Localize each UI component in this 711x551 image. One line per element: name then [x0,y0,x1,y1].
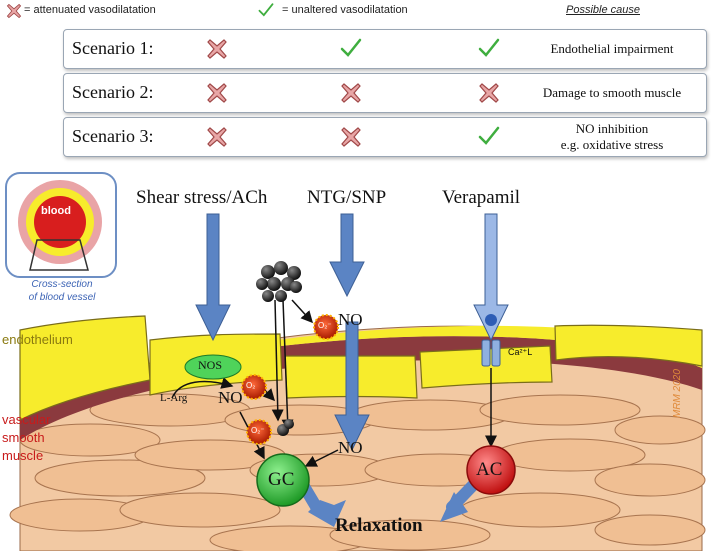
ac-circle [466,445,516,495]
attenuated-x-icon [341,83,361,103]
attenuated-x-icon [341,127,361,147]
l-arg-label: L-Arg [160,392,188,404]
possible-cause-heading: Possible cause [566,4,640,16]
ca-channel-icon [481,314,501,367]
gc-label: GC [268,469,295,490]
attenuated-x-icon [479,83,499,103]
scenario-cause-detail: e.g. oxidative stress [560,137,664,152]
scenario-row-2: Scenario 2: Damage to smooth muscle [63,73,707,113]
cross-section-inset [5,172,117,278]
scenario-row-1: Scenario 1: Endothelial impairment [63,29,707,69]
author-signature: MRM 2020 [672,369,683,418]
o2-label-1: O₂⁻ [318,321,332,330]
gc-circle [256,453,310,507]
no-label-muscle: NO [338,438,363,457]
nos-label: NOS [198,358,223,372]
o2-label-3: O₂⁻ [251,426,265,435]
legend-attenuated: = attenuated vasodilatation [24,4,156,16]
inset-blood-label: blood [41,205,71,217]
layer-vsm-label-2: smooth [2,430,45,445]
layer-endothelium-label: endothelium [2,332,73,347]
attenuated-x-icon [207,83,227,103]
attenuated-x-icon [207,39,227,59]
unaltered-check-icon [258,3,274,17]
scenario-label: Scenario 1: [72,38,154,58]
unaltered-check-icon [340,38,362,57]
layer-vsm-label-1: vascular [2,412,51,427]
layer-vsm-label-3: muscle [2,448,44,463]
unaltered-check-icon [478,38,500,57]
ac-label: AC [476,459,503,480]
stimulus-arrows [195,213,509,527]
unaltered-check-icon [478,126,500,145]
attenuated-x-icon [6,3,22,19]
no-label-endothelium: NO [218,388,243,407]
attenuated-x-icon [207,127,227,147]
scenario-label: Scenario 2: [72,82,154,102]
superoxide-icons [241,314,339,445]
superoxide-source-cluster [256,261,302,436]
smooth-muscle-cells [9,393,706,551]
scenario-cause: Endothelial impairment [550,41,674,56]
scenario-label: Scenario 3: [72,126,154,146]
relaxation-label: Relaxation [335,515,423,536]
stimulus-ntg-snp: NTG/SNP [307,187,387,208]
scenario-row-3: Scenario 3: NO inhibition e.g. oxidative… [63,117,707,157]
legend-unaltered: = unaltered vasodilatation [282,4,408,16]
o2-label-2: O₂ [246,381,256,390]
scenario-cause: NO inhibition [575,121,649,136]
scenario-cause: Damage to smooth muscle [542,85,682,100]
inset-caption-1: Cross-section [31,279,93,290]
no-label-donor: NO [338,310,363,329]
stimulus-shear-stress: Shear stress/ACh [136,187,268,208]
stimulus-verapamil: Verapamil [442,187,521,208]
ca-channel-label: Ca²⁺L [508,347,533,357]
inset-caption-2: of blood vessel [28,292,96,303]
